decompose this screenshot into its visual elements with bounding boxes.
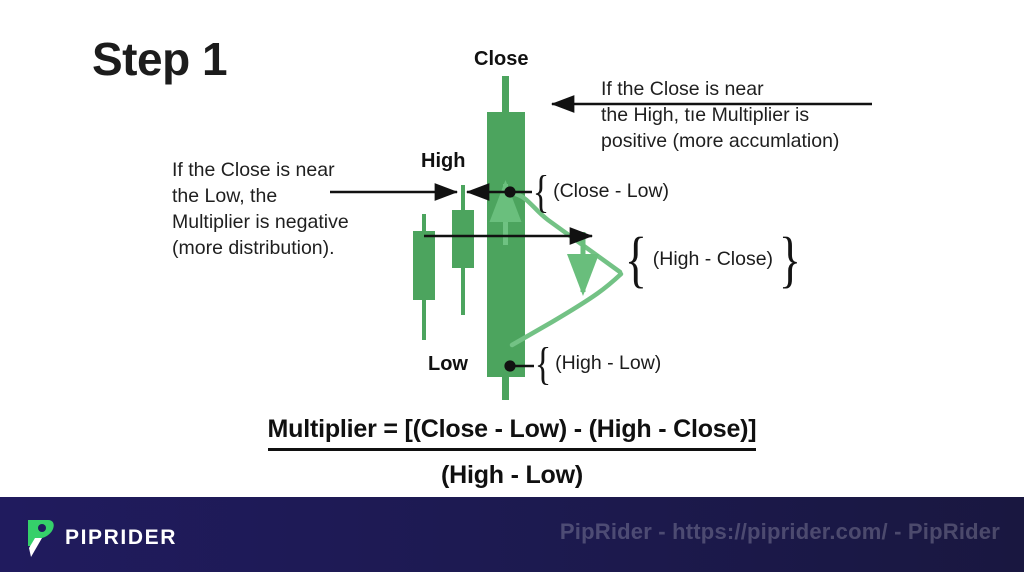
candlestick-1 (413, 214, 435, 340)
piprider-logo-icon (28, 520, 54, 557)
label-low: Low (428, 353, 468, 375)
label-high: High (421, 150, 466, 172)
bracket-close-low-label: (Close - Low) (553, 180, 670, 202)
bracket-high-low: { (High - Low) (534, 337, 662, 389)
diagram-canvas: Step 1 If the Close is near the High, tı… (0, 33, 1024, 490)
annotation-close-near-low: If the Close is near the Low, the Multip… (172, 159, 349, 259)
green-curve-low-to-highclose (509, 271, 624, 348)
bracket-high-close-label: (High - Close) (652, 248, 774, 270)
page-title: Step 1 (92, 33, 228, 85)
footer-bar: PIPRIDER PipRider - https://piprider.com… (0, 497, 1024, 572)
brand-logo: PIPRIDER (22, 518, 177, 558)
bracket-close-low: { (Close - Low) (532, 165, 670, 217)
candlestick-2 (452, 185, 474, 315)
brand-name: PIPRIDER (65, 526, 177, 549)
multiplier-formula: Multiplier = [(Close - Low) - (High - Cl… (0, 415, 1024, 490)
close-marker-dot (504, 186, 516, 198)
candlestick-diagram (330, 76, 872, 400)
bracket-high-close: { (High - Close) } (624, 225, 802, 294)
green-curve-close-to-highclose (509, 190, 623, 275)
annotation-close-near-high: If the Close is near the High, tıe Multi… (601, 78, 840, 152)
label-close: Close (474, 48, 529, 70)
bracket-high-low-label: (High - Low) (555, 352, 662, 374)
formula-numerator: Multiplier = [(Close - Low) - (High - Cl… (267, 415, 757, 451)
footer-watermark: PipRider - https://piprider.com/ - PipRi… (559, 519, 1000, 544)
formula-denominator: (High - Low) (441, 461, 583, 489)
